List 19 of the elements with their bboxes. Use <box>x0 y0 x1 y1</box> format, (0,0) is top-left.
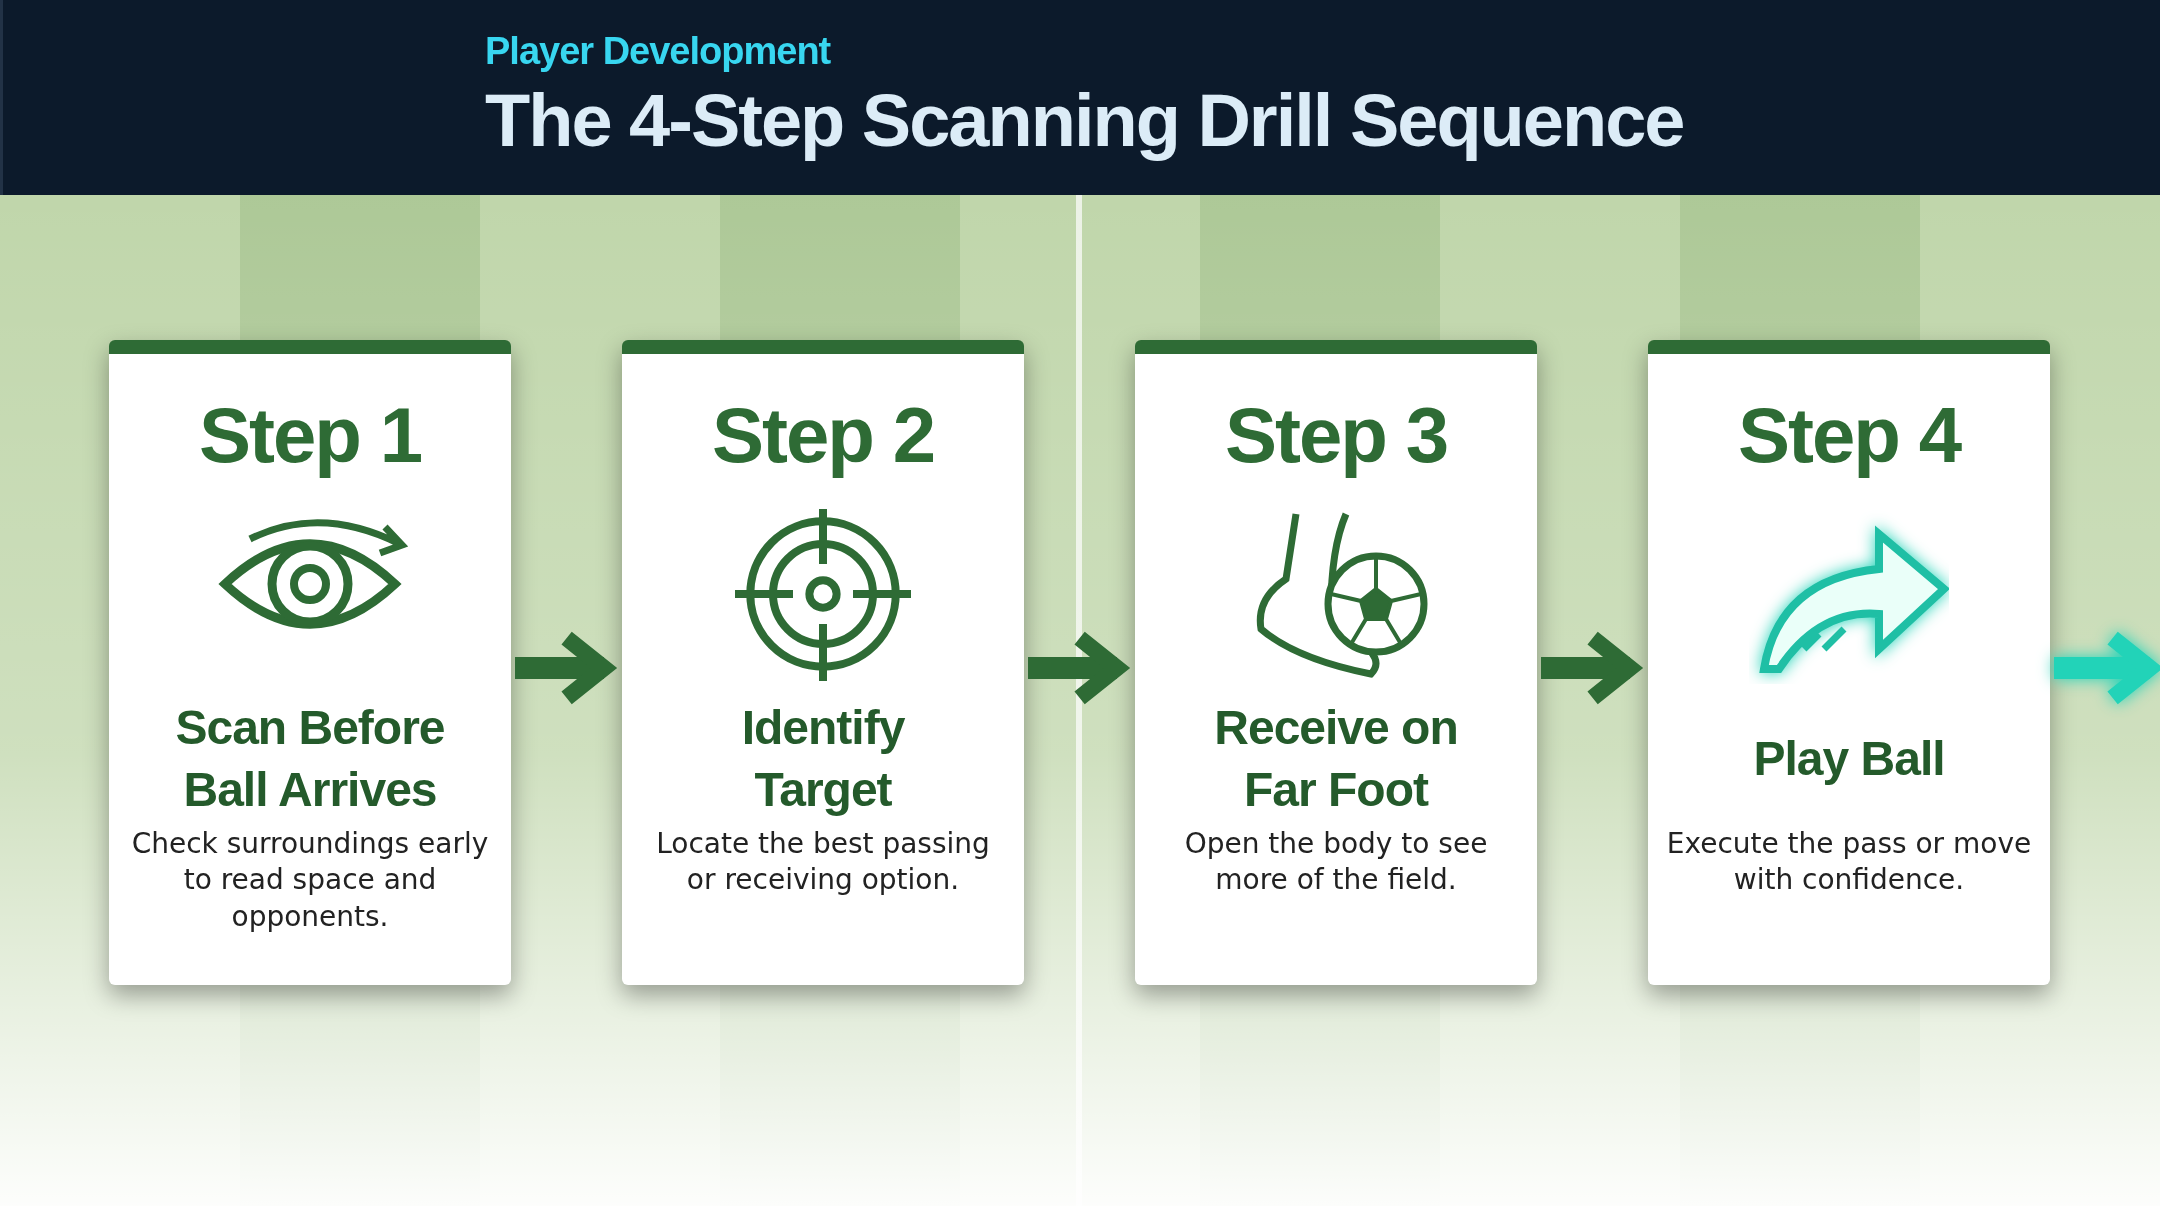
title: The 4-Step Scanning Drill Sequence <box>485 78 1684 163</box>
step-heading: Step 3 <box>1224 390 1448 481</box>
step-card <box>109 340 511 985</box>
step-title: Play Ball <box>1752 730 1946 787</box>
step-title: Scan Before Ball Arrives <box>174 699 446 818</box>
arrow <box>2054 629 2159 707</box>
step-description: Locate the best passing or receiving option. <box>655 826 991 899</box>
step-card <box>1135 340 1537 985</box>
step-title: Receive on Far Foot <box>1213 699 1459 818</box>
subtitle: Player Development <box>485 30 831 73</box>
step-heading: Step 1 <box>198 390 422 481</box>
step-title: Identify Target <box>740 699 906 818</box>
step-description: Execute the pass or move with confidence. <box>1665 826 2033 899</box>
step-description: Check surroundings early to read space and opponents. <box>130 826 490 935</box>
step-card <box>622 340 1024 985</box>
step-heading: Step 4 <box>1737 390 1961 481</box>
step-card <box>1648 340 2050 985</box>
step-heading: Step 2 <box>711 390 935 481</box>
step-description: Open the body to see more of the field. <box>1183 826 1489 899</box>
